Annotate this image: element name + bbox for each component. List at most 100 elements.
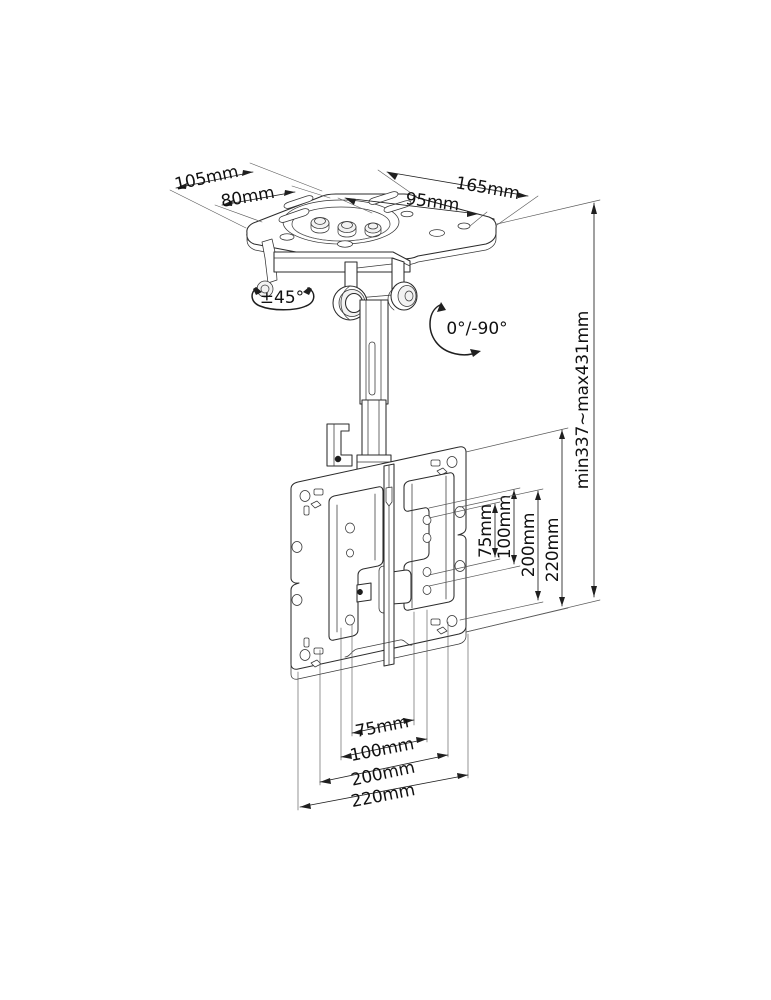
dimension-group-vesa-vertical: 75mm 100mm 200mm 220mm [428, 427, 569, 633]
bolt-head-right-inner [367, 222, 379, 230]
arrow-h100-l [341, 753, 352, 759]
vesa-arm-right-inner-edge [411, 475, 447, 609]
dimline-h75 [351, 719, 415, 734]
backplate-slot-tr [430, 459, 441, 467]
arrow-h100-r [416, 737, 427, 743]
plate-slot-a [278, 208, 310, 223]
arrow-h75-r [403, 718, 414, 724]
plate-hole-right-outer [457, 222, 471, 230]
arrow-v220-bot [559, 597, 565, 606]
backplate-slot-tl [313, 488, 324, 496]
arrow-80-start [222, 200, 233, 206]
ext-80-b [291, 185, 331, 199]
cable-clip-bracket [326, 423, 353, 467]
vesa-center-latch [391, 569, 412, 605]
arrow-h200-r [437, 753, 448, 759]
dimline-h200 [319, 754, 449, 783]
ext-v220-top [465, 427, 569, 453]
swivel-arrow-icon [251, 287, 315, 311]
plate-hole-right-rear [429, 229, 445, 237]
vesa-arm-right-hole-b2 [422, 585, 432, 595]
arrow-v100-top [511, 490, 517, 499]
ext-v200-top [459, 488, 544, 508]
arrow-v75-top [492, 504, 498, 513]
arrow-h220-r [457, 773, 468, 779]
tilt-knuckle-side [387, 287, 395, 311]
backplate-hole-tl [299, 490, 311, 502]
dim-label-v100: 100mm [495, 495, 515, 560]
dimline-h220 [299, 774, 469, 808]
dimline-h100 [340, 738, 428, 758]
ext-v75-top [428, 501, 501, 519]
bolt-head-right [364, 222, 382, 234]
plate-hole-left-front [279, 233, 295, 241]
ext-165-b [496, 195, 539, 226]
yoke-plate [273, 251, 411, 273]
backplate-hole-br [446, 615, 458, 627]
cable-clip-screw [334, 455, 342, 463]
swivel-knuckle-rim [340, 285, 351, 321]
arrow-v100-bot [511, 555, 517, 564]
vesa-arm-right-hole-b1 [422, 567, 432, 577]
arrow-v220-top [559, 430, 565, 439]
plate-hole-rear-inner [400, 210, 414, 218]
swivel-angle-label: ±45° [260, 288, 304, 308]
ceiling-plate-pivot-screw-inner [260, 284, 270, 294]
arrow-h200-l [320, 778, 331, 784]
backplate-slot-bl2 [303, 637, 310, 648]
arrow-drop-top [591, 203, 597, 214]
backplate-diamond-tl [310, 500, 322, 509]
bolt-head-right-shank [364, 227, 382, 238]
ext-165-a [377, 169, 412, 194]
bolt-head-left-inner [314, 217, 326, 225]
vesa-back-plate-hole-group [291, 456, 466, 668]
vesa-arm-right-hole-t2 [422, 533, 432, 543]
arrow-v200-top [535, 491, 541, 500]
bolt-head-center-shank [337, 226, 357, 238]
arrow-drop-bottom [591, 586, 597, 597]
ext-80-a [214, 204, 263, 223]
tilt-arrow-head-top [437, 302, 446, 312]
cable-clip-fold [333, 423, 350, 467]
backplate-diamond-bl [310, 659, 322, 668]
annotation-tilt: 0°/-90° [429, 302, 508, 357]
arrow-v200-bot [535, 591, 541, 600]
dim-label-drop-height: min337~max431mm [573, 311, 593, 489]
dimline-80 [221, 191, 296, 206]
ext-105-a [169, 189, 247, 229]
vesa-arm-left-hole-bot [345, 614, 355, 626]
arrow-105-end [242, 170, 253, 176]
vesa-arm-right-hole-t1 [422, 515, 432, 525]
bolt-head-center-inner [341, 221, 353, 229]
vesa-latch-screw [357, 588, 363, 596]
ceiling-plate-recess-outer [282, 199, 400, 245]
vesa-arm-left-inner-edge [336, 493, 376, 633]
arrow-h75-l [352, 729, 363, 735]
arrow-95-start [345, 198, 356, 205]
annotation-swivel: ±45° [251, 287, 315, 311]
arrow-95-end [467, 211, 478, 217]
tilt-knuckle-bore [404, 290, 414, 302]
ext-v100-bot [428, 565, 521, 587]
ceiling-plate-assembly [246, 191, 497, 298]
ext-105-b [249, 162, 323, 192]
tilt-angle-label: 0°/-90° [446, 319, 507, 339]
swivel-arrow-head-left [253, 287, 262, 295]
vesa-rail-pin [385, 486, 393, 507]
bolt-head-left-shank [310, 222, 330, 234]
vesa-arm-left-hole-top [345, 522, 355, 534]
arrow-105-start [176, 183, 187, 189]
ceiling-plate-left-ear [261, 238, 278, 284]
arrow-v75-bot [492, 548, 498, 557]
ext-95-a [337, 197, 373, 214]
backplate-slot-bl [313, 647, 324, 655]
vesa-back-plate-thickness [290, 625, 467, 680]
dimension-group-vesa-horizontal: 75mm 100mm 200mm 220mm [297, 609, 469, 812]
backplate-hole-ml2 [291, 594, 303, 606]
dimline-105 [175, 171, 254, 189]
ext-v220-bot [465, 607, 569, 633]
arrow-165-start [387, 172, 398, 180]
tilt-arrow-head-bottom [470, 349, 481, 357]
